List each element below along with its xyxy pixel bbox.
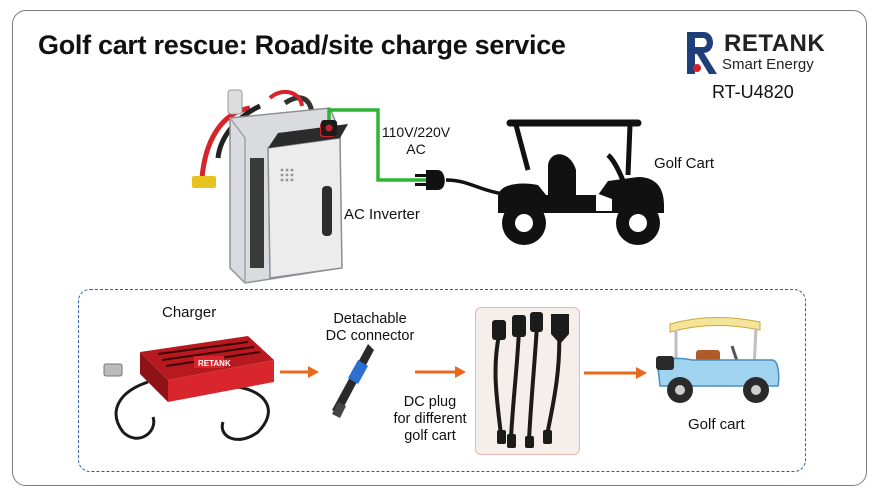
power-label-ac: AC [406,141,426,157]
diagram-frame [12,10,867,486]
dc-plug-label-line2: for different [393,411,467,427]
dc-plugs-icon [492,312,569,448]
dc-plug-label: DC plug for different golf cart [380,394,480,445]
connector-label: Detachable DC connector [310,311,430,345]
golf-cart-silhouette-icon [498,119,664,245]
connector-label-line1: Detachable [333,311,407,327]
charger-icon: RETANK [103,336,274,441]
dc-plug-label-line1: DC plug [403,394,457,410]
brand-logo: RETANK Smart Energy [684,30,849,78]
golf-cart-bottom-label: Golf cart [688,416,745,433]
page-title: Golf cart rescue: Road/site charge servi… [38,30,566,60]
arrow-plugs-to-golf-cart [584,367,647,379]
brand-subtitle: Smart Energy [722,56,814,73]
ac-cable [321,108,504,196]
model-number: RT-U4820 [712,82,794,102]
brand-name: RETANK [724,30,826,57]
dc-charging-section [78,289,806,472]
charger-brand-text: RETANK [198,359,231,368]
arrow-connector-to-plugs [415,366,466,378]
charger-label: Charger [162,304,217,321]
ac-inverter-icon [192,89,348,284]
dc-connector-icon [332,344,374,418]
golf-cart-top-label: Golf Cart [654,155,715,172]
arrow-charger-to-connector [280,366,319,378]
power-label-voltage: 110V/220V [381,124,451,140]
power-label: 110V/220V AC [378,124,454,158]
dc-plug-label-line3: golf cart [404,428,456,444]
connector-label-line2: DC connector [325,328,415,344]
ac-inverter-label: AC Inverter [344,206,420,223]
retank-r-logo-icon [687,32,717,74]
golf-cart-illustration-icon [656,317,780,403]
